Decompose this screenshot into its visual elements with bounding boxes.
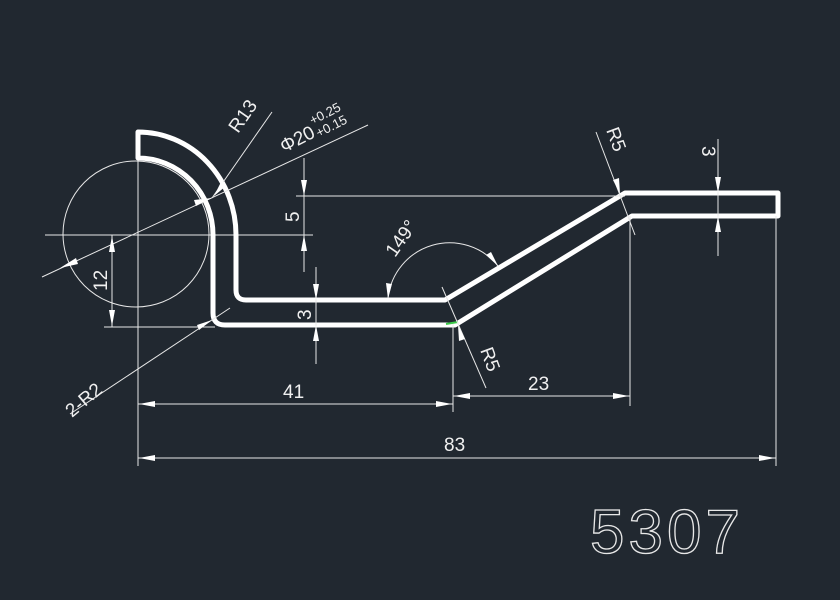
label-r5-top: R5: [601, 125, 629, 155]
arrow-icon: [109, 236, 115, 252]
arrow-icon: [386, 283, 392, 299]
hole-circle: [62, 160, 210, 308]
arrow-icon: [313, 284, 319, 300]
label-r5-bottom: R5: [475, 345, 503, 375]
bent-profile: [135, 129, 781, 328]
arrow-icon: [301, 235, 307, 251]
bend-highlight: [445, 321, 459, 325]
arrow-icon: [454, 393, 470, 399]
arrow-icon: [139, 401, 155, 407]
arrow-icon: [613, 393, 629, 399]
label-diameter: Φ20: [277, 122, 319, 157]
label-83: 83: [444, 435, 465, 456]
arrow-icon: [715, 177, 721, 193]
arrow-icon: [613, 178, 620, 194]
label-2-r2: 2-R2: [62, 379, 107, 422]
arrow-icon: [60, 258, 78, 268]
arrow-icon: [194, 198, 212, 206]
arrow-icon: [301, 180, 307, 196]
label-3-right: 3: [697, 146, 718, 157]
arrow-icon: [486, 252, 498, 266]
label-3-left: 3: [295, 309, 316, 320]
label-r13: R13: [225, 96, 262, 137]
arrow-icon: [458, 325, 465, 341]
label-angle: 149°: [382, 217, 422, 261]
label-12: 12: [91, 270, 112, 291]
arrow-icon: [715, 216, 721, 232]
arrow-icon: [109, 310, 115, 326]
arrow-icon: [139, 455, 155, 461]
angle-arc: [387, 242, 499, 299]
label-23: 23: [528, 374, 549, 395]
arrow-icon: [197, 320, 212, 330]
label-5: 5: [283, 211, 304, 222]
arrow-icon: [214, 180, 226, 196]
part-number: 5307: [590, 498, 744, 567]
label-41: 41: [283, 382, 304, 403]
arrow-icon: [759, 455, 775, 461]
arrow-icon: [436, 401, 452, 407]
arrow-icon: [313, 325, 319, 341]
